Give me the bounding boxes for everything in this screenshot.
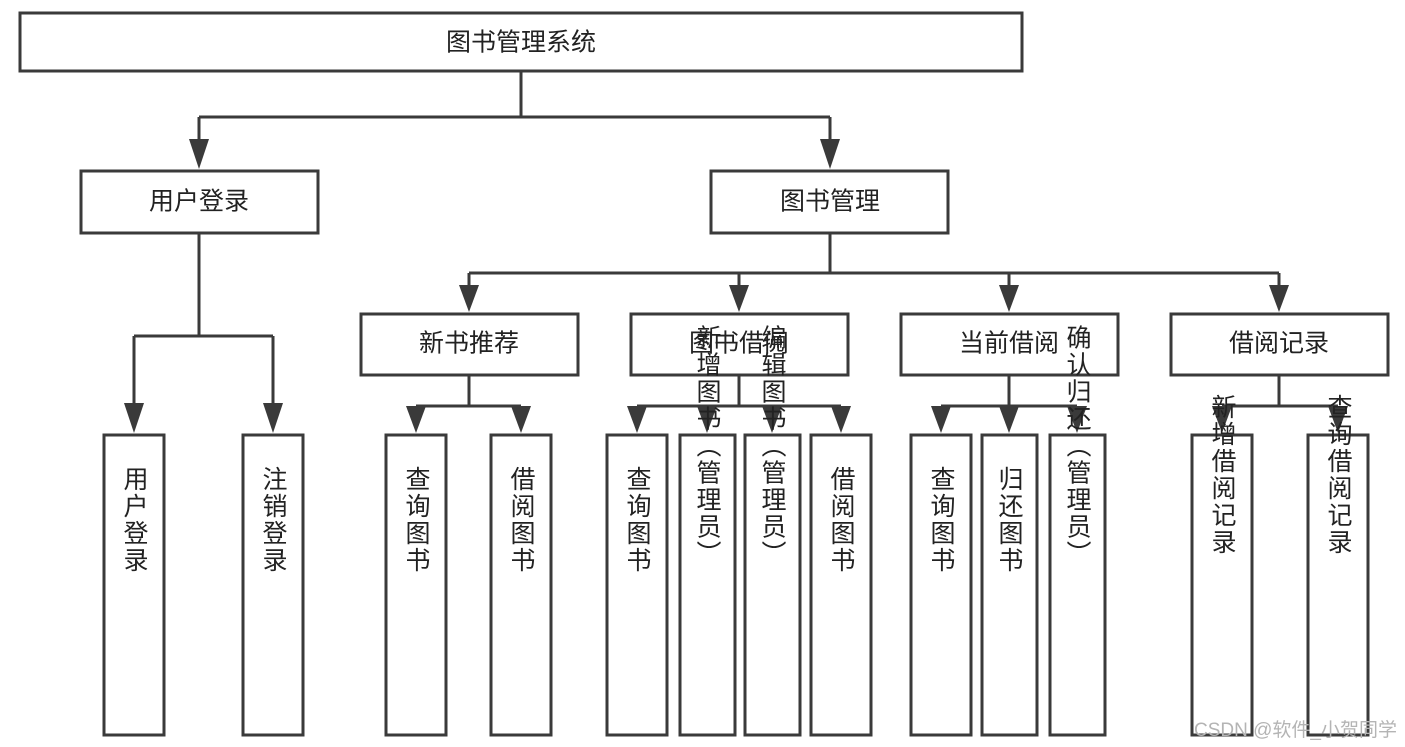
arrow-root-to-book-management xyxy=(820,139,840,169)
node-leaf-return-book-label: 归还图书 xyxy=(995,466,1024,574)
node-borrow-record-box[interactable] xyxy=(1169,312,1390,377)
arrow-bm-to-borrow-record xyxy=(1269,285,1289,312)
node-leaf-query-book-2-label: 查询图书 xyxy=(623,466,652,574)
connector-layer xyxy=(124,71,1348,433)
node-leaf-query-book-3-box[interactable] xyxy=(909,433,973,737)
node-leaf-query-book-3[interactable]: 查询图书 xyxy=(909,433,973,737)
arrow-bm-to-book-borrow xyxy=(729,285,749,312)
arrow-cb-leaf-2 xyxy=(999,406,1019,433)
node-title-label: 图书管理系统 xyxy=(446,29,596,57)
node-leaf-borrow-book-1-box[interactable] xyxy=(489,433,553,737)
arrow-br-leaf-1 xyxy=(1212,406,1232,433)
arrow-bb-leaf-2 xyxy=(697,406,717,433)
arrow-nbr-leaf-2 xyxy=(511,406,531,433)
node-book-borrow[interactable]: 图书借阅 xyxy=(629,312,850,377)
arrow-cb-leaf-1 xyxy=(931,406,951,433)
node-leaf-query-book-1[interactable]: 查询图书 xyxy=(384,433,448,737)
node-leaf-return-book-box[interactable] xyxy=(980,433,1039,737)
node-leaf-query-borrow-record-label: 查询借阅记录 xyxy=(1324,394,1353,556)
node-leaf-add-borrow-record-label: 新增借阅记录 xyxy=(1208,394,1237,556)
node-leaf-confirm-return[interactable]: 确认归还（管理员） xyxy=(1048,325,1107,737)
arrow-bm-to-current-borrow xyxy=(999,285,1019,312)
arrow-br-leaf-2 xyxy=(1328,406,1348,433)
node-leaf-user-login-box[interactable] xyxy=(102,433,166,737)
node-current-borrow-label: 当前借阅 xyxy=(959,330,1059,358)
node-current-borrow-box[interactable] xyxy=(899,312,1120,377)
node-leaf-borrow-book-1[interactable]: 借阅图书 xyxy=(489,433,553,737)
node-leaf-confirm-return-label: 确认归还（管理员） xyxy=(1063,325,1092,568)
node-leaf-query-borrow-record-box[interactable] xyxy=(1306,433,1370,737)
arrow-root-to-user-login xyxy=(189,139,209,169)
node-leaf-query-borrow-record[interactable]: 查询借阅记录 xyxy=(1306,394,1370,737)
node-title[interactable]: 图书管理系统 xyxy=(18,11,1024,73)
arrow-user-login-leaf-1 xyxy=(124,403,144,433)
node-book-borrow-box[interactable] xyxy=(629,312,850,377)
node-leaf-add-borrow-record-box[interactable] xyxy=(1190,433,1254,737)
arrow-bb-leaf-4 xyxy=(831,406,851,433)
node-new-book-recommend-label: 新书推荐 xyxy=(419,330,519,358)
node-leaf-add-book-label: 新增图书（管理员） xyxy=(693,325,722,568)
node-leaf-add-book[interactable]: 新增图书（管理员） xyxy=(678,325,737,737)
node-borrow-record[interactable]: 借阅记录 xyxy=(1169,312,1390,377)
node-leaf-edit-book-box[interactable] xyxy=(743,433,802,737)
node-leaf-return-book[interactable]: 归还图书 xyxy=(980,433,1039,737)
arrow-bm-to-new-book-recommend xyxy=(459,285,479,312)
node-leaf-borrow-book-2-box[interactable] xyxy=(809,433,873,737)
node-book-management-label: 图书管理 xyxy=(780,188,880,216)
arrow-nbr-leaf-1 xyxy=(406,406,426,433)
node-leaf-logout-login-label: 注销登录 xyxy=(259,466,288,574)
arrow-cb-leaf-3 xyxy=(1067,406,1087,433)
node-user-login[interactable]: 用户登录 xyxy=(79,169,320,235)
node-leaf-add-borrow-record[interactable]: 新增借阅记录 xyxy=(1190,394,1254,737)
node-leaf-edit-book[interactable]: 编辑图书（管理员） xyxy=(743,325,802,737)
node-book-management[interactable]: 图书管理 xyxy=(709,169,950,235)
arrow-bb-leaf-3 xyxy=(762,406,782,433)
csdn-watermark: CSDN @软件_小贺同学 xyxy=(1194,720,1397,741)
node-new-book-recommend[interactable]: 新书推荐 xyxy=(359,312,580,377)
node-leaf-query-book-2-box[interactable] xyxy=(605,433,669,737)
arrow-user-login-leaf-2 xyxy=(263,403,283,433)
node-leaf-borrow-book-1-label: 借阅图书 xyxy=(507,466,536,574)
node-leaf-borrow-book-2[interactable]: 借阅图书 xyxy=(809,433,873,737)
node-title-box[interactable] xyxy=(18,11,1024,73)
node-book-borrow-label: 图书借阅 xyxy=(689,330,789,358)
node-leaf-logout-login-box[interactable] xyxy=(241,433,305,737)
node-borrow-record-label: 借阅记录 xyxy=(1229,330,1329,358)
node-user-login-label: 用户登录 xyxy=(149,188,249,216)
node-leaf-query-book-2[interactable]: 查询图书 xyxy=(605,433,669,737)
node-leaf-query-book-1-box[interactable] xyxy=(384,433,448,737)
node-leaf-add-book-box[interactable] xyxy=(678,433,737,737)
node-leaf-logout-login[interactable]: 注销登录 xyxy=(241,433,305,737)
node-book-management-box[interactable] xyxy=(709,169,950,235)
node-leaf-query-book-3-label: 查询图书 xyxy=(927,466,956,574)
node-leaf-borrow-book-2-label: 借阅图书 xyxy=(827,466,856,574)
node-new-book-recommend-box[interactable] xyxy=(359,312,580,377)
node-user-login-box[interactable] xyxy=(79,169,320,235)
node-leaf-user-login-label: 用户登录 xyxy=(120,466,149,574)
node-leaf-user-login[interactable]: 用户登录 xyxy=(102,433,166,737)
node-leaf-edit-book-label: 编辑图书（管理员） xyxy=(758,325,787,568)
node-leaf-query-book-1-label: 查询图书 xyxy=(402,466,431,574)
node-leaf-confirm-return-box[interactable] xyxy=(1048,433,1107,737)
arrow-bb-leaf-1 xyxy=(627,406,647,433)
node-current-borrow[interactable]: 当前借阅 xyxy=(899,312,1120,377)
